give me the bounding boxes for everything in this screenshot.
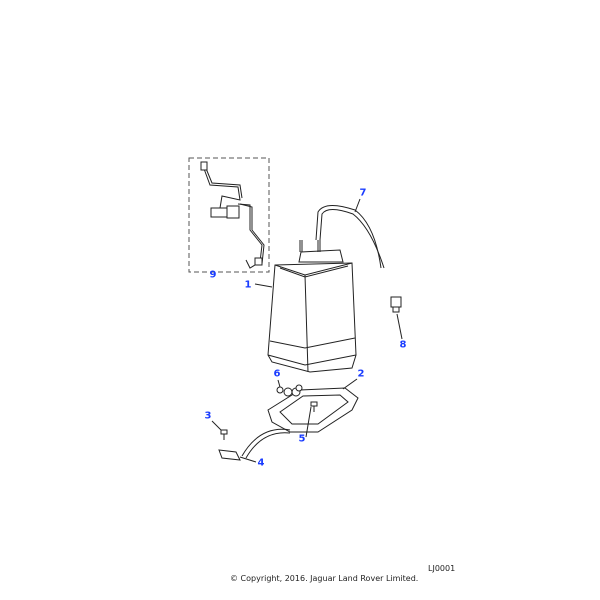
copyright-notice: © Copyright, 2016. Jaguar Land Rover Lim… (230, 574, 419, 583)
callout-3[interactable]: 3 (204, 410, 212, 422)
purge-valve-with-pipes (200, 161, 265, 269)
callout-8[interactable]: 8 (399, 339, 407, 351)
bolt-3 (220, 429, 228, 440)
bolt-5 (310, 401, 318, 412)
callout-7[interactable]: 7 (359, 187, 367, 199)
callout-5[interactable]: 5 (298, 433, 306, 445)
callout-2[interactable]: 2 (357, 368, 365, 380)
nut (276, 386, 284, 394)
callout-1[interactable]: 1 (244, 279, 252, 291)
callout-9[interactable]: 9 (209, 269, 217, 281)
leader-lines (211, 198, 403, 463)
bracket-clip (218, 449, 241, 461)
charcoal-canister (267, 240, 357, 373)
mounting-tray (241, 384, 359, 459)
sub-assembly-box (188, 157, 270, 273)
illustration-reference: LJ0001 (428, 564, 456, 573)
callout-6[interactable]: 6 (273, 368, 281, 380)
callout-4[interactable]: 4 (257, 457, 265, 469)
vent-hose (315, 205, 385, 269)
sensor-connector (390, 296, 402, 313)
